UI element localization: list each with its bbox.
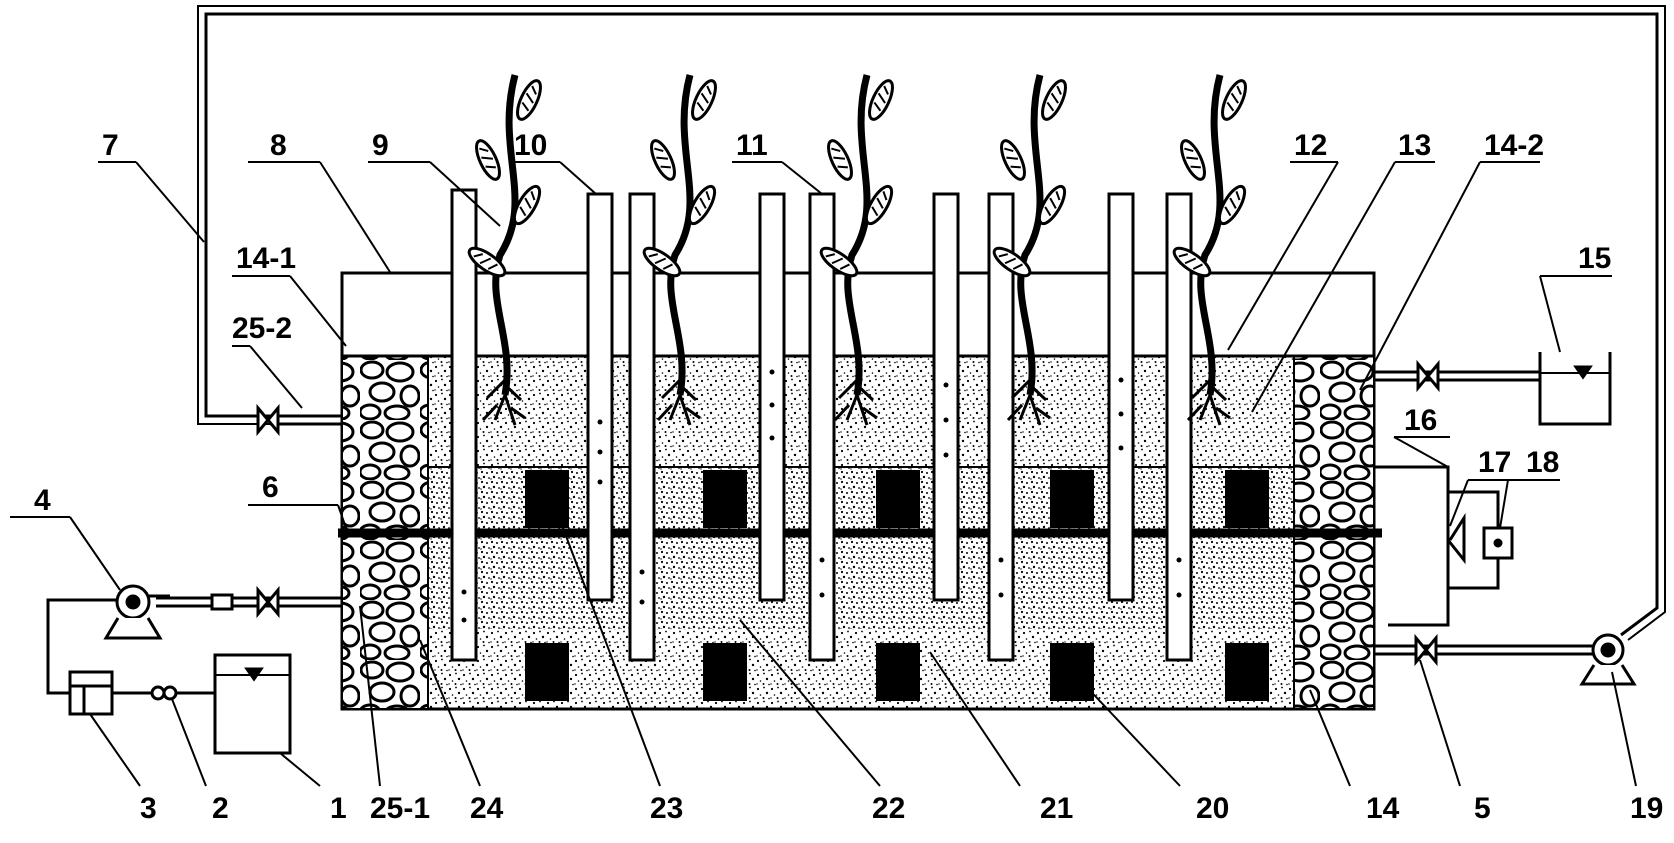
label-12: 12 xyxy=(1294,129,1327,162)
valve-icon xyxy=(1416,359,1440,393)
valve-icon xyxy=(256,585,280,619)
vertical-tubes xyxy=(450,188,1193,662)
label-3: 3 xyxy=(140,792,157,825)
label-5: 5 xyxy=(1474,792,1491,825)
plants xyxy=(463,74,1252,426)
effluent-tank-icon xyxy=(1538,352,1612,426)
outlet-upper-pipe xyxy=(1374,370,1543,382)
label-14-2: 14-2 xyxy=(1484,129,1544,162)
label-16: 16 xyxy=(1404,404,1437,437)
label-21: 21 xyxy=(1040,792,1073,825)
label-24: 24 xyxy=(470,792,504,825)
recirculation-pipe-inner xyxy=(197,5,1666,641)
pump-icon xyxy=(103,584,170,640)
label-19: 19 xyxy=(1630,792,1663,825)
label-20: 20 xyxy=(1196,792,1229,825)
label-22: 22 xyxy=(872,792,905,825)
label-23: 23 xyxy=(650,792,683,825)
plant xyxy=(815,74,899,426)
label-25-1: 25-1 xyxy=(370,792,430,825)
flowmeter-icon xyxy=(150,685,178,701)
inlet-upper-pipe xyxy=(270,414,342,426)
sand-middle-layer xyxy=(428,467,1294,629)
meter-box-icon xyxy=(1482,526,1514,560)
circuit-wire xyxy=(1448,490,1500,590)
leader-lines xyxy=(10,161,1637,787)
labels: 7 8 9 10 11 12 13 14-2 14-1 15 25-2 16 1… xyxy=(34,129,1663,825)
label-13: 13 xyxy=(1398,129,1431,162)
outlet-lower-pipe xyxy=(1374,644,1600,656)
resistor-icon xyxy=(1446,512,1466,565)
electrodes-upper xyxy=(525,470,1269,528)
pump-icon xyxy=(1579,633,1637,686)
inlet-lower-pipe xyxy=(156,593,342,611)
label-14: 14 xyxy=(1366,792,1400,825)
label-6: 6 xyxy=(262,471,279,504)
plant xyxy=(463,74,547,426)
valve-icon xyxy=(256,403,280,437)
label-14-1: 14-1 xyxy=(236,242,296,275)
circuit-wire xyxy=(1374,465,1450,627)
label-18: 18 xyxy=(1526,446,1559,479)
influent-tank-icon xyxy=(213,653,292,755)
valve-icon xyxy=(1414,633,1438,667)
label-11: 11 xyxy=(736,129,768,162)
plant xyxy=(988,74,1072,426)
label-15: 15 xyxy=(1578,242,1611,275)
feed-line xyxy=(46,598,118,695)
label-1: 1 xyxy=(330,792,347,825)
label-10: 10 xyxy=(514,129,547,162)
plant xyxy=(638,74,722,426)
recirculation-pipe xyxy=(204,12,1659,637)
tube-holes xyxy=(461,369,1182,623)
label-8: 8 xyxy=(270,129,287,162)
label-25-2: 25-2 xyxy=(232,312,292,345)
plant xyxy=(1168,74,1252,426)
label-2: 2 xyxy=(212,792,229,825)
label-4: 4 xyxy=(34,484,51,517)
sand-bottom-layer xyxy=(428,629,1294,709)
label-7: 7 xyxy=(102,129,119,162)
label-9: 9 xyxy=(372,129,389,162)
controller-box-icon xyxy=(68,670,114,716)
label-17: 17 xyxy=(1478,446,1511,479)
electrodes-lower xyxy=(525,643,1269,701)
